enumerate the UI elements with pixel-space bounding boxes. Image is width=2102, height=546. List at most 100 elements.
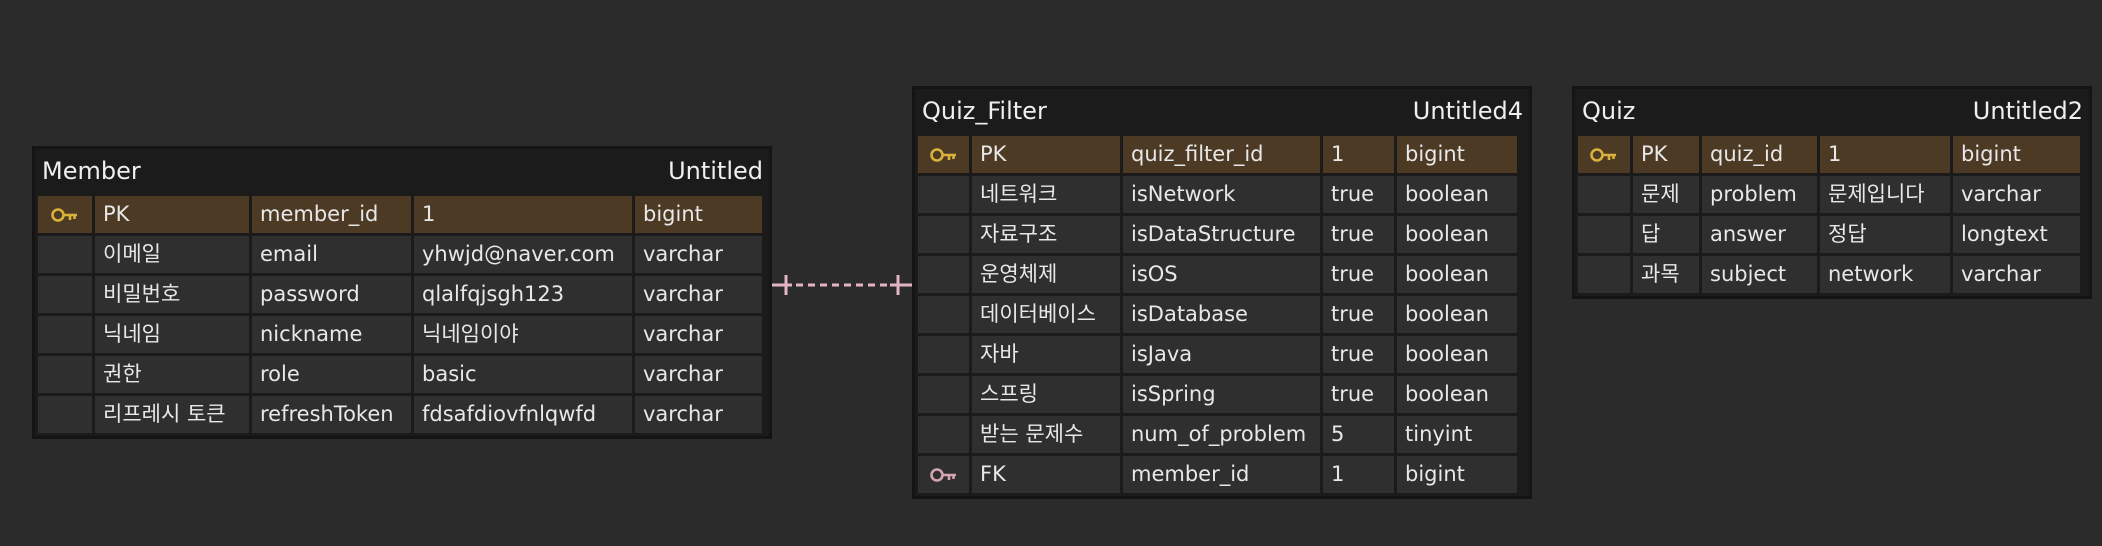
- table-row[interactable]: 답 answer 정답 longtext: [1578, 216, 2086, 253]
- table-row[interactable]: 과목 subject network varchar: [1578, 256, 2086, 293]
- sample-value[interactable]: 1: [1820, 136, 1950, 173]
- physical-name[interactable]: member_id: [1123, 456, 1320, 493]
- physical-name[interactable]: refreshToken: [252, 396, 411, 433]
- logical-name[interactable]: 이메일: [95, 236, 249, 273]
- table-row[interactable]: 운영체제 isOS true boolean: [918, 256, 1526, 293]
- table-row[interactable]: 닉네임 nickname 닉네임이야 varchar: [38, 316, 766, 353]
- physical-name[interactable]: isJava: [1123, 336, 1320, 373]
- sample-value[interactable]: true: [1323, 296, 1394, 333]
- logical-name[interactable]: 받는 문제수: [972, 416, 1120, 453]
- logical-name[interactable]: 스프링: [972, 376, 1120, 413]
- sample-value[interactable]: true: [1323, 216, 1394, 253]
- data-type[interactable]: boolean: [1397, 376, 1517, 413]
- physical-name[interactable]: problem: [1702, 176, 1817, 213]
- data-type[interactable]: varchar: [635, 276, 762, 313]
- data-type[interactable]: tinyint: [1397, 416, 1517, 453]
- sample-value[interactable]: fdsafdiovfnlqwfd: [414, 396, 632, 433]
- data-type[interactable]: bigint: [1397, 136, 1517, 173]
- table-row[interactable]: 자바 isJava true boolean: [918, 336, 1526, 373]
- physical-name[interactable]: email: [252, 236, 411, 273]
- logical-name[interactable]: 리프레시 토큰: [95, 396, 249, 433]
- sample-value[interactable]: basic: [414, 356, 632, 393]
- relationship-line[interactable]: [770, 270, 914, 300]
- table-row-pk[interactable]: PK quiz_filter_id 1 bigint: [918, 136, 1526, 173]
- physical-name[interactable]: quiz_filter_id: [1123, 136, 1320, 173]
- entity-header[interactable]: Quiz_Filter Untitled4: [915, 89, 1529, 133]
- sample-value[interactable]: qlalfqjsgh123: [414, 276, 632, 313]
- logical-name[interactable]: 네트워크: [972, 176, 1120, 213]
- logical-name[interactable]: 자료구조: [972, 216, 1120, 253]
- sample-value[interactable]: true: [1323, 256, 1394, 293]
- physical-name[interactable]: password: [252, 276, 411, 313]
- data-type[interactable]: longtext: [1953, 216, 2080, 253]
- physical-name[interactable]: isDataStructure: [1123, 216, 1320, 253]
- logical-name[interactable]: 운영체제: [972, 256, 1120, 293]
- table-row[interactable]: 받는 문제수 num_of_problem 5 tinyint: [918, 416, 1526, 453]
- key-icon-cell: [918, 296, 969, 333]
- table-row-pk[interactable]: PK quiz_id 1 bigint: [1578, 136, 2086, 173]
- physical-name[interactable]: isOS: [1123, 256, 1320, 293]
- sample-value[interactable]: true: [1323, 176, 1394, 213]
- data-type[interactable]: varchar: [635, 356, 762, 393]
- logical-name[interactable]: 답: [1633, 216, 1699, 253]
- sample-value[interactable]: 1: [1323, 136, 1394, 173]
- data-type[interactable]: varchar: [635, 316, 762, 353]
- physical-name[interactable]: role: [252, 356, 411, 393]
- data-type[interactable]: bigint: [635, 196, 762, 233]
- table-row[interactable]: 데이터베이스 isDatabase true boolean: [918, 296, 1526, 333]
- table-row[interactable]: 비밀번호 password qlalfqjsgh123 varchar: [38, 276, 766, 313]
- table-row[interactable]: 리프레시 토큰 refreshToken fdsafdiovfnlqwfd va…: [38, 396, 766, 433]
- entity-name: Quiz: [1582, 97, 1636, 125]
- data-type[interactable]: varchar: [1953, 176, 2080, 213]
- table-row[interactable]: 권한 role basic varchar: [38, 356, 766, 393]
- table-row[interactable]: 이메일 email yhwjd@naver.com varchar: [38, 236, 766, 273]
- logical-name[interactable]: 과목: [1633, 256, 1699, 293]
- entity-header[interactable]: Member Untitled: [35, 149, 769, 193]
- physical-name[interactable]: answer: [1702, 216, 1817, 253]
- sample-value[interactable]: 1: [414, 196, 632, 233]
- entity-quiz-filter[interactable]: Quiz_Filter Untitled4 PK quiz_filter_id …: [912, 86, 1532, 499]
- logical-name[interactable]: 데이터베이스: [972, 296, 1120, 333]
- physical-name[interactable]: num_of_problem: [1123, 416, 1320, 453]
- data-type[interactable]: boolean: [1397, 176, 1517, 213]
- table-row-fk[interactable]: FK member_id 1 bigint: [918, 456, 1526, 493]
- physical-name[interactable]: isSpring: [1123, 376, 1320, 413]
- physical-name[interactable]: isNetwork: [1123, 176, 1320, 213]
- table-row[interactable]: 문제 problem 문제입니다 varchar: [1578, 176, 2086, 213]
- sample-value[interactable]: 문제입니다: [1820, 176, 1950, 213]
- table-row[interactable]: 자료구조 isDataStructure true boolean: [918, 216, 1526, 253]
- logical-name[interactable]: 권한: [95, 356, 249, 393]
- data-type[interactable]: bigint: [1953, 136, 2080, 173]
- sample-value[interactable]: 닉네임이야: [414, 316, 632, 353]
- sample-value[interactable]: true: [1323, 376, 1394, 413]
- physical-name[interactable]: isDatabase: [1123, 296, 1320, 333]
- entity-quiz[interactable]: Quiz Untitled2 PK quiz_id 1 bigint 문제 pr…: [1572, 86, 2092, 299]
- sample-value[interactable]: 1: [1323, 456, 1394, 493]
- sample-value[interactable]: yhwjd@naver.com: [414, 236, 632, 273]
- entity-member[interactable]: Member Untitled PK member_id 1 bigint 이메…: [32, 146, 772, 439]
- table-row[interactable]: 네트워크 isNetwork true boolean: [918, 176, 1526, 213]
- physical-name[interactable]: quiz_id: [1702, 136, 1817, 173]
- data-type[interactable]: boolean: [1397, 296, 1517, 333]
- logical-name[interactable]: 비밀번호: [95, 276, 249, 313]
- logical-name[interactable]: 자바: [972, 336, 1120, 373]
- data-type[interactable]: varchar: [635, 396, 762, 433]
- physical-name[interactable]: subject: [1702, 256, 1817, 293]
- logical-name[interactable]: 문제: [1633, 176, 1699, 213]
- logical-name[interactable]: 닉네임: [95, 316, 249, 353]
- sample-value[interactable]: 정답: [1820, 216, 1950, 253]
- sample-value[interactable]: true: [1323, 336, 1394, 373]
- data-type[interactable]: varchar: [635, 236, 762, 273]
- table-row[interactable]: 스프링 isSpring true boolean: [918, 376, 1526, 413]
- data-type[interactable]: boolean: [1397, 336, 1517, 373]
- physical-name[interactable]: nickname: [252, 316, 411, 353]
- sample-value[interactable]: 5: [1323, 416, 1394, 453]
- entity-header[interactable]: Quiz Untitled2: [1575, 89, 2089, 133]
- table-row-pk[interactable]: PK member_id 1 bigint: [38, 196, 766, 233]
- data-type[interactable]: bigint: [1397, 456, 1517, 493]
- data-type[interactable]: boolean: [1397, 256, 1517, 293]
- data-type[interactable]: varchar: [1953, 256, 2080, 293]
- physical-name[interactable]: member_id: [252, 196, 411, 233]
- sample-value[interactable]: network: [1820, 256, 1950, 293]
- data-type[interactable]: boolean: [1397, 216, 1517, 253]
